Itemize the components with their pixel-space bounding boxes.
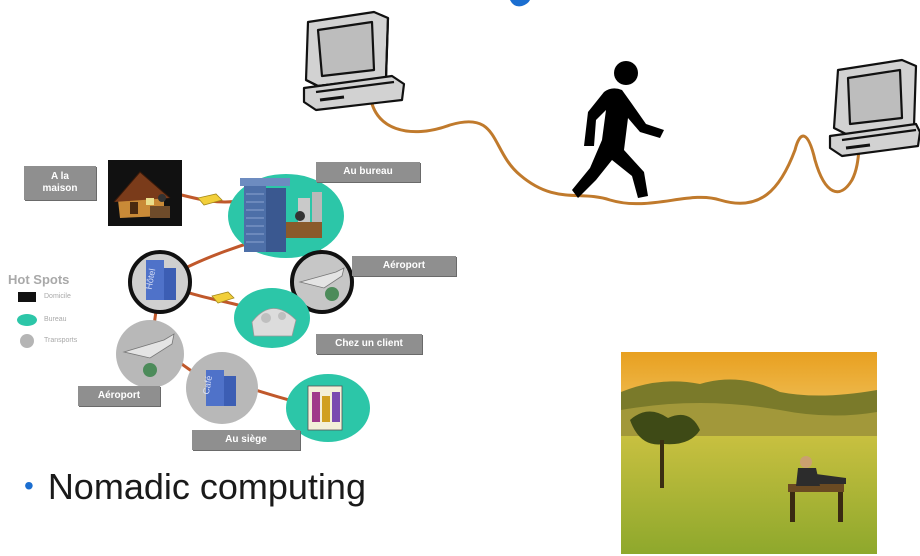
label-headquarters: Au siège — [192, 430, 300, 450]
bullet-text: Nomadic computing — [47, 466, 366, 507]
office-node — [228, 174, 344, 258]
bullet-item: • Nomadic computing — [24, 466, 366, 508]
walking-person-icon — [572, 61, 664, 198]
label-airport-left: Aéroport — [78, 386, 160, 406]
hotel-node — [128, 250, 192, 314]
headquarters-node — [286, 374, 370, 442]
computer-left-icon — [302, 10, 406, 112]
computer-right-icon — [828, 58, 920, 158]
bullet-dot-icon: • — [24, 470, 34, 501]
landscape-photo — [621, 352, 877, 554]
title-fragment — [510, 0, 530, 7]
client-node — [234, 288, 310, 348]
label-airport-right: Aéroport — [352, 256, 456, 276]
label-client: Chez un client — [316, 334, 422, 354]
legend-title: Hot Spots — [8, 272, 70, 287]
home-node — [108, 160, 182, 226]
airport-right-node — [290, 250, 354, 314]
label-office: Au bureau — [316, 162, 420, 182]
legend-swatches — [17, 292, 37, 348]
label-home: A la maison — [24, 166, 96, 200]
legend-item-transports: Transports — [44, 337, 78, 344]
connector-tokens — [197, 193, 235, 304]
cafe-node — [186, 352, 258, 424]
airport-left-node — [116, 320, 184, 388]
legend-item-domicile: Domicile — [44, 293, 71, 300]
network-cable — [368, 91, 864, 206]
legend-item-bureau: Bureau — [44, 316, 67, 323]
